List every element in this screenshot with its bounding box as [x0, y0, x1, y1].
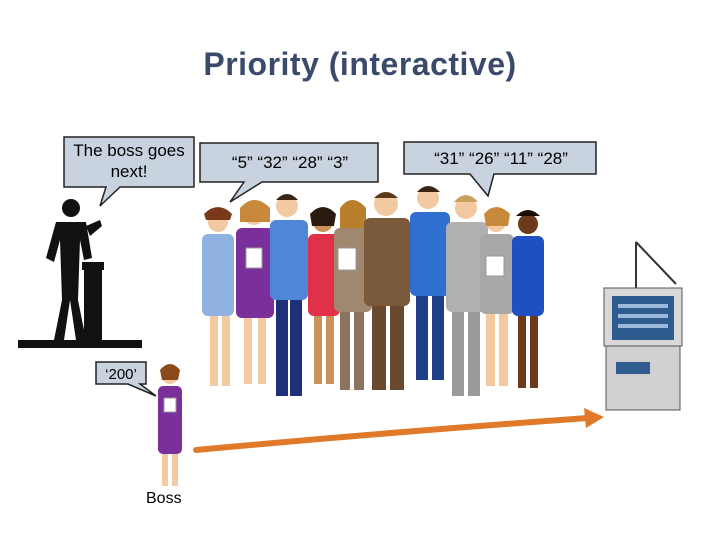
boss-speech-line2: next!: [110, 162, 148, 181]
queue-person: [308, 207, 340, 384]
speaker-silhouette-icon: [18, 199, 142, 348]
queue-person: [410, 186, 450, 380]
queue-person: [364, 192, 410, 390]
queue-person: [202, 207, 234, 386]
queue-person: [236, 200, 274, 384]
queue-left-bubble: [199, 142, 379, 203]
boss-label: Boss: [146, 490, 182, 507]
boss-speech-bubble: [63, 136, 195, 207]
boss-speech-line1: The boss goes: [73, 141, 185, 160]
queue-left-text: “5” “32” “28” “3”: [231, 153, 349, 172]
queue-person: [270, 194, 308, 396]
boss-figure-icon: [158, 364, 182, 486]
queue-person: [480, 207, 514, 386]
boss-priority-text: ‘200’: [105, 366, 137, 383]
arrow-right-icon: [193, 408, 604, 453]
queue-person: [334, 200, 372, 390]
boss-priority-bubble: [95, 361, 157, 397]
queue-right-text: “31” “26” “11” “28”: [434, 149, 568, 168]
page-title: Priority (interactive): [203, 46, 517, 82]
queue-person: [512, 210, 544, 388]
queue-person: [446, 195, 488, 396]
queue-right-bubble: [403, 141, 597, 198]
boss-speech-text: The boss goes next!: [64, 140, 194, 182]
people-queue-icon: [202, 186, 544, 396]
printer-icon: [603, 241, 683, 411]
